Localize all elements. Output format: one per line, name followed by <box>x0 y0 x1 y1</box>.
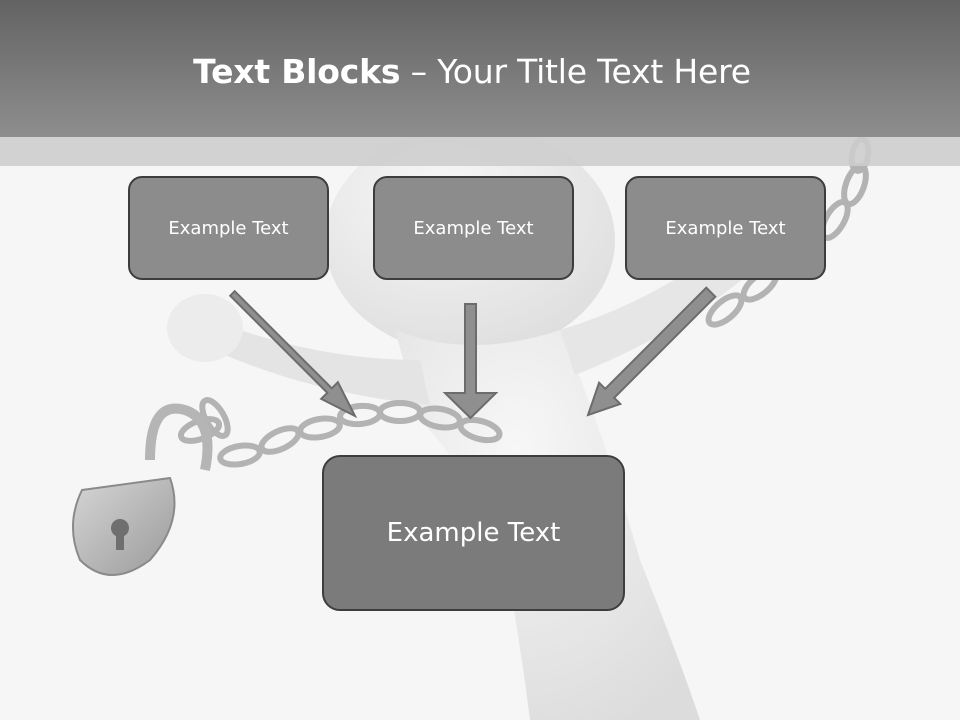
arrow-left-to-center <box>228 289 358 419</box>
text-block-1-label: Example Text <box>168 217 289 239</box>
target-text-block-label: Example Text <box>386 518 561 548</box>
header-bar <box>0 0 960 137</box>
text-block-2-label: Example Text <box>413 217 534 239</box>
text-block-3-label: Example Text <box>665 217 786 239</box>
title-bold: Text Blocks <box>193 52 401 91</box>
slide-title: Text Blocks – Your Title Text Here <box>0 52 944 91</box>
text-block-3[interactable]: Example Text <box>625 176 826 280</box>
header-strip <box>0 137 960 166</box>
title-separator: – <box>400 52 438 91</box>
padlock <box>71 403 213 576</box>
target-text-block[interactable]: Example Text <box>322 455 625 611</box>
text-block-2[interactable]: Example Text <box>373 176 574 280</box>
figure-left-arm <box>225 330 430 405</box>
arrow-center-down <box>442 303 499 420</box>
arrow-right-to-center <box>586 286 717 417</box>
figure-left-fist <box>167 294 243 362</box>
title-rest: Your Title Text Here <box>437 52 751 91</box>
text-block-1[interactable]: Example Text <box>128 176 329 280</box>
